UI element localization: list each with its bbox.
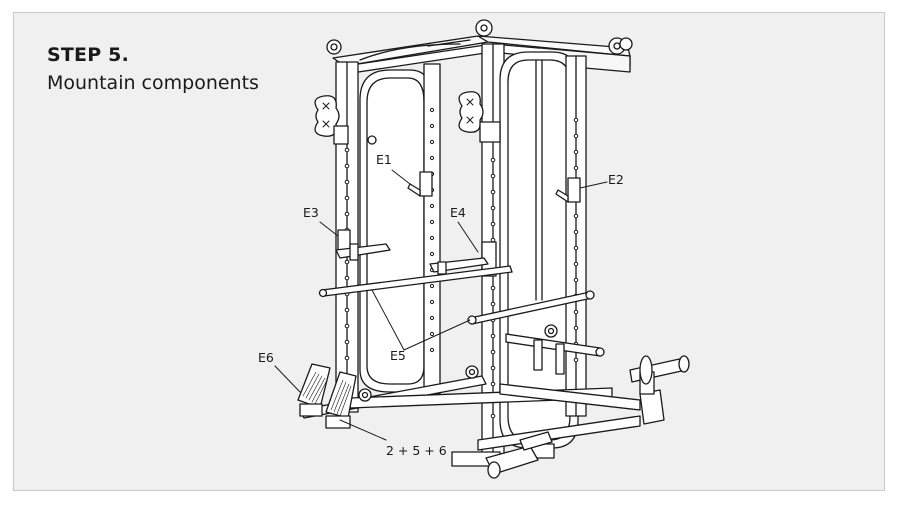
plate-horn xyxy=(629,355,690,395)
rear-loop-frame xyxy=(359,69,433,393)
landmine-attachment xyxy=(485,431,553,479)
callout-e2: E2 xyxy=(608,172,624,187)
illustration-panel xyxy=(13,12,885,491)
safety-arm-e3 xyxy=(335,229,391,261)
callout-e3: E3 xyxy=(303,205,319,220)
middle-upright xyxy=(423,63,441,395)
step-title: STEP 5. xyxy=(47,44,130,66)
callout-e1: E1 xyxy=(376,152,392,167)
safety-bars-e5 xyxy=(318,265,595,325)
band-peg-grip-pattern xyxy=(302,371,352,417)
plate-storage-pegs xyxy=(314,19,633,137)
top-frame xyxy=(332,35,631,75)
callout-leaders xyxy=(274,169,608,441)
safety-arm-e4 xyxy=(429,241,497,277)
plate-storage-marks xyxy=(322,98,474,128)
callout-e5: E5 xyxy=(390,348,406,363)
callout-e6: E6 xyxy=(258,350,274,365)
upright-bracket xyxy=(333,125,349,145)
callout-e4: E4 xyxy=(450,205,466,220)
front-right-upright xyxy=(565,55,587,417)
bar-holder xyxy=(505,324,605,375)
j-hook-e1 xyxy=(407,171,433,197)
step-subtitle: Mountain components xyxy=(47,72,259,94)
j-hook-e2 xyxy=(555,177,581,203)
callout-assembly: 2 + 5 + 6 xyxy=(386,443,447,458)
